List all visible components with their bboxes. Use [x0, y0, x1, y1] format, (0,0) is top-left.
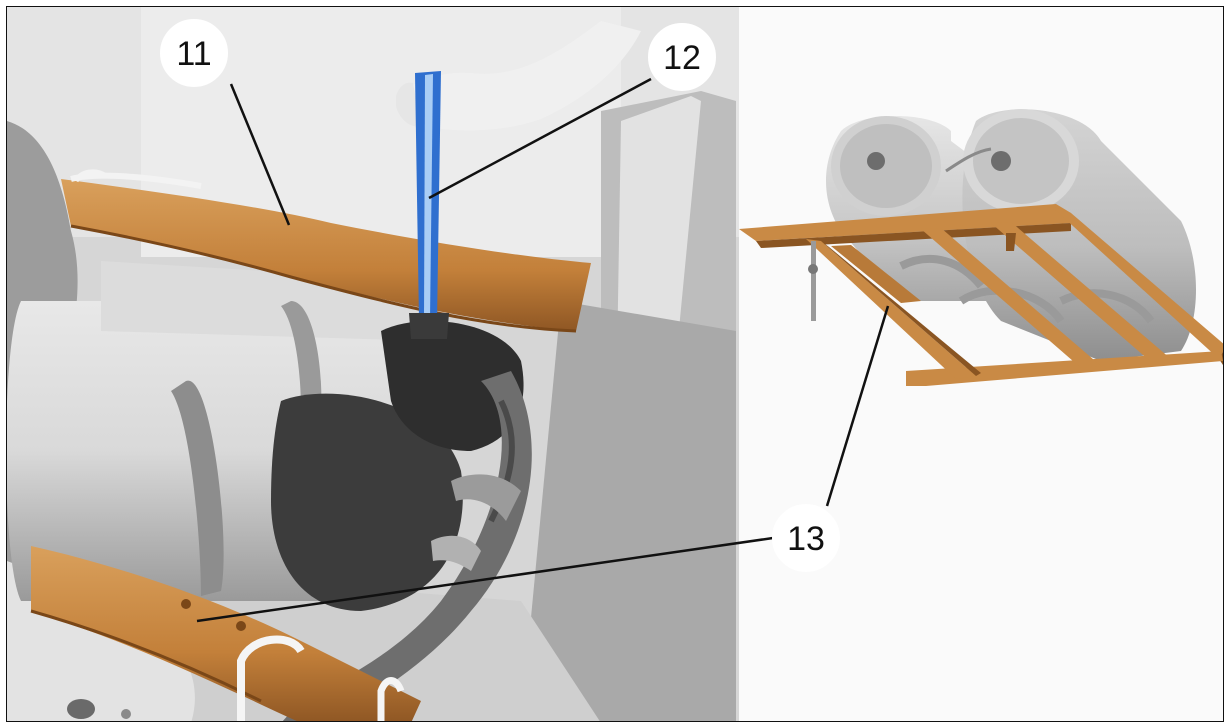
installation-photo	[7, 7, 739, 721]
callout-circle-13	[772, 504, 840, 572]
callout-label-13: 13	[787, 520, 825, 558]
leader-line-13b	[825, 305, 890, 507]
callout-label-11: 11	[176, 35, 211, 73]
technical-illustration: 11 12 13	[7, 7, 1223, 721]
leader-line-13a	[196, 536, 774, 623]
callout-12: 12	[428, 23, 716, 200]
tank-frame-assembly	[739, 109, 1223, 386]
leader-line-11	[229, 83, 291, 226]
leader-line-12	[428, 77, 652, 200]
figure-frame: 11 12 13	[6, 6, 1224, 722]
callout-11: 11	[160, 19, 291, 226]
callout-circle-11	[160, 19, 228, 87]
callout-label-12: 12	[663, 39, 701, 77]
callout-13: 13	[196, 305, 890, 623]
callout-circle-12	[648, 23, 716, 91]
